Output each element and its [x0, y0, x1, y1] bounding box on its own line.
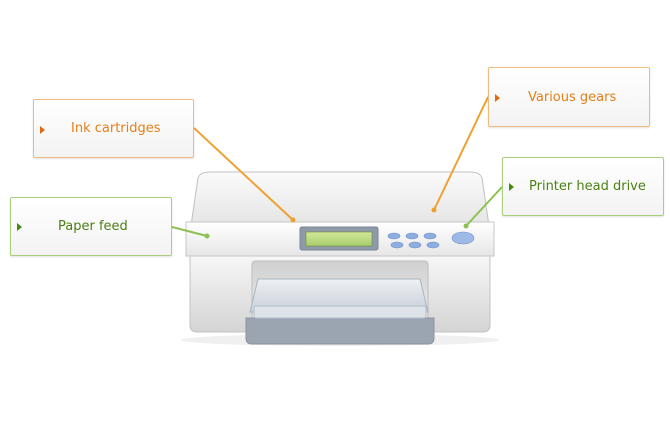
callout-ink-cartridges[interactable]: Ink cartridges	[33, 99, 194, 158]
output-tray	[249, 278, 429, 313]
anchor-dot-ink-cartridges	[290, 217, 296, 223]
arrow-right-icon	[17, 223, 22, 231]
leader-lines	[171, 96, 503, 239]
anchor-dot-various-gears	[431, 207, 437, 213]
arrow-right-icon	[495, 94, 500, 102]
leader-ink-cartridges	[193, 127, 294, 221]
lcd-screen	[305, 231, 373, 247]
control-buttons	[387, 231, 475, 249]
panel-button	[408, 241, 422, 249]
anchor-dot-printer-head-drive	[463, 223, 469, 229]
panel-button	[423, 232, 437, 240]
callout-label: Ink cartridges	[71, 121, 161, 136]
callout-paper-feed[interactable]: Paper feed	[10, 197, 172, 256]
leader-paper-feed	[171, 226, 208, 237]
callout-printer-head-drive[interactable]: Printer head drive	[502, 157, 664, 216]
panel-button	[426, 241, 440, 249]
output-tray-base	[245, 317, 435, 345]
callout-label: Printer head drive	[529, 179, 646, 194]
callout-label: Paper feed	[58, 219, 128, 234]
callout-various-gears[interactable]: Various gears	[488, 67, 650, 127]
leader-printer-head-drive	[465, 186, 503, 227]
arrow-right-icon	[40, 126, 45, 134]
tray-paper	[253, 305, 427, 319]
anchor-dot-paper-feed	[204, 233, 210, 239]
power-button	[451, 231, 475, 245]
leader-various-gears	[433, 96, 489, 211]
arrow-right-icon	[509, 183, 514, 191]
printer-illustration	[180, 171, 500, 346]
panel-button	[405, 232, 419, 240]
panel-button	[387, 232, 401, 240]
panel-button	[390, 241, 404, 249]
callout-label: Various gears	[528, 90, 617, 105]
